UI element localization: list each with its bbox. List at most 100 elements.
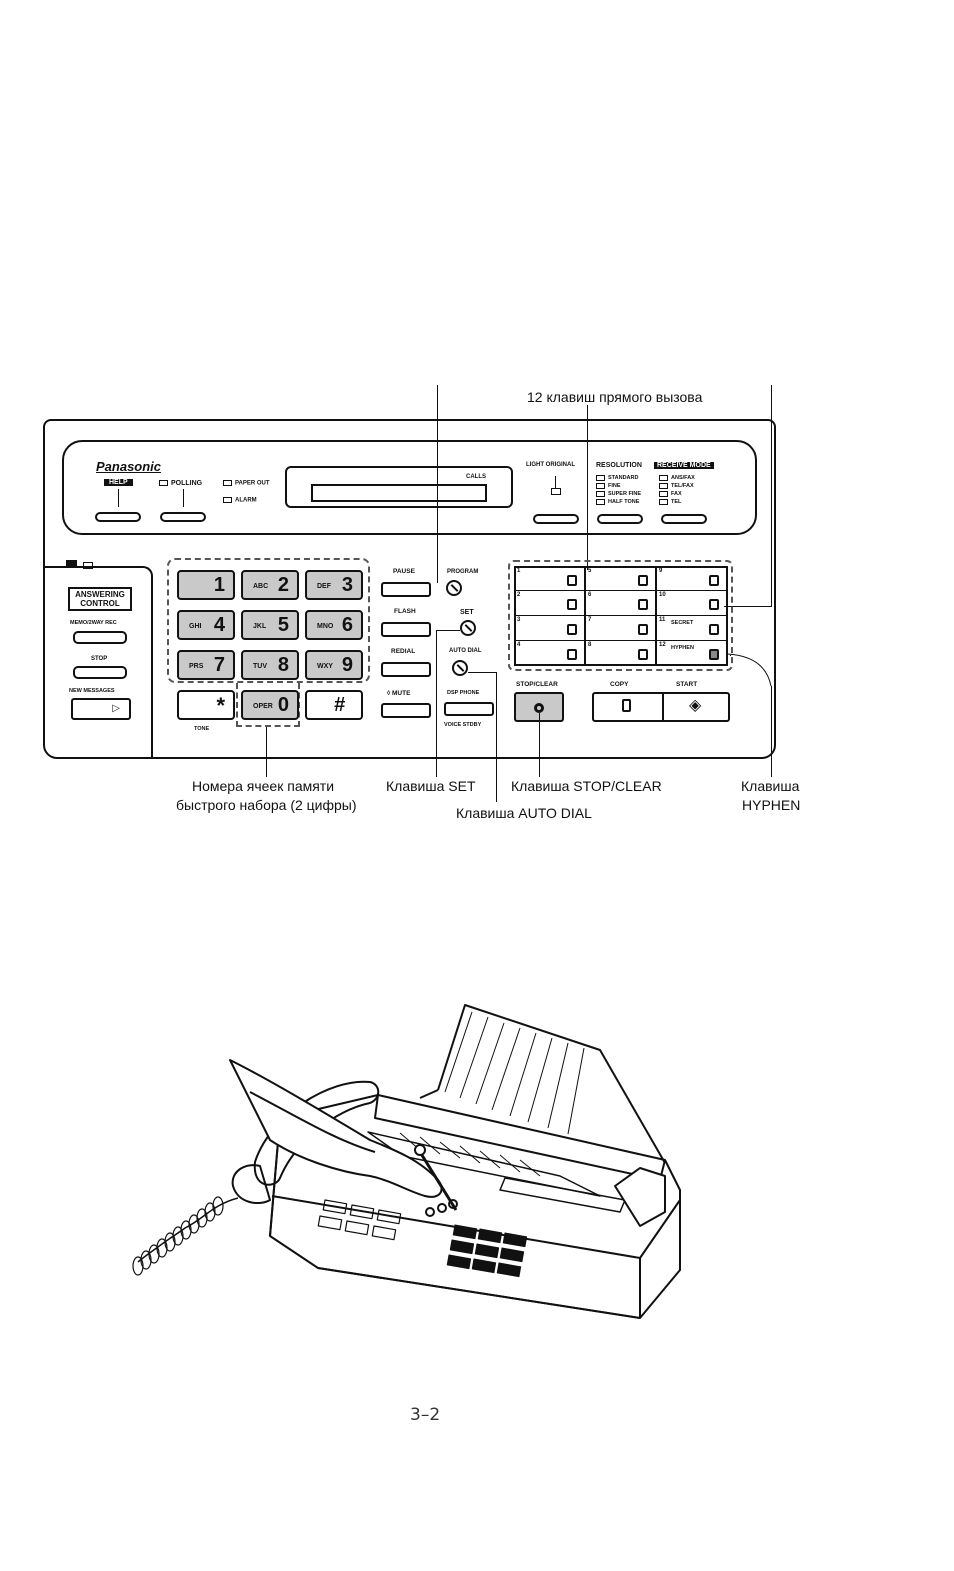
voice-standby-label: VOICE STDBY [444,722,482,728]
resolution-option: SUPER FINE [596,490,641,498]
keypad-key-hash[interactable]: # [305,690,363,720]
brand-logo: Panasonic [96,459,162,474]
stop-dot-icon [534,703,544,713]
receive-mode-option: TEL/FAX [659,482,695,490]
tone-label: TONE [194,726,210,732]
leader-curve-hyphen [726,653,772,687]
tape-led [83,562,93,569]
keypad-key-1[interactable]: 1 [177,570,235,600]
light-original-led [551,488,561,495]
start-button[interactable]: ◈ [664,694,728,720]
leader-line-hyphen-bottom-joint [730,655,731,656]
new-messages-label: NEW MESSAGES [69,688,115,694]
program-button[interactable] [446,580,462,596]
help-label: HELP [104,479,133,486]
direct-key-8[interactable]: 8 [586,641,656,665]
lcd-window [311,484,487,502]
resolution-options: STANDARD FINE SUPER FINE HALF TONE [596,474,641,506]
keypad-key-star[interactable]: * [177,690,235,720]
direct-keys-frame [508,560,733,671]
direct-grid-h1 [514,590,728,591]
leader-line-hyphen-joint [724,606,772,607]
answering-stop-button[interactable] [73,666,127,679]
callout-hyphen-key-1: Клавиша [741,778,800,794]
copy-button[interactable] [594,694,661,720]
polling-button[interactable] [160,512,206,522]
set-button[interactable] [460,620,476,636]
memo-button[interactable] [73,631,127,644]
sp-phone-button[interactable] [444,702,494,716]
auto-dial-button[interactable] [452,660,468,676]
direct-grid-v1 [584,566,586,666]
stop-clear-label: STOP/CLEAR [516,681,558,688]
direct-key-10[interactable]: 10 [657,591,727,615]
light-original-button[interactable] [533,514,579,524]
copy-label: COPY [610,681,629,688]
lcd-display [285,466,513,508]
polling-led [159,480,168,487]
help-button[interactable] [95,512,141,522]
flash-button[interactable] [381,622,431,637]
leader-line-autodial [496,672,497,802]
resolution-button[interactable] [597,514,643,524]
receive-mode-option: ANS/FAX [659,474,695,482]
receive-mode-options: ANS/FAX TEL/FAX FAX TEL [659,474,695,506]
upper-panel [62,440,757,535]
start-diamond-icon: ◈ [689,697,702,714]
resolution-option: HALF TONE [596,498,641,506]
direct-key-4[interactable]: 4 [515,641,585,665]
alarm-led [223,497,232,503]
panel-outline [43,419,776,759]
redial-button[interactable] [381,662,431,677]
receive-mode-button[interactable] [661,514,707,524]
direct-key-9[interactable]: 9 [657,567,727,591]
direct-grid-h3 [514,640,728,641]
leader-line-hyphen-top [771,385,772,607]
direct-key-5[interactable]: 5 [586,567,656,591]
leader-line-speed-dial [266,727,267,777]
oper-frame [236,683,300,727]
leader-line-direct [587,405,588,570]
direct-keys-grid [514,566,728,666]
mute-button[interactable] [381,703,431,718]
direct-key-1[interactable]: 1 [515,567,585,591]
leader-line-set-joint [436,630,460,631]
receive-mode-option: FAX [659,490,695,498]
pause-label: PAUSE [393,568,415,575]
help-tick [118,489,119,507]
memo-label: MEMO/2WAY REC [70,620,117,626]
receive-mode-option: TEL [659,498,695,506]
callout-stop-clear-key: Клавиша STOP/CLEAR [511,778,662,794]
direct-key-3[interactable]: 3 [515,616,585,640]
alarm-label: ALARM [223,497,257,504]
copy-start-button-frame [592,692,730,722]
fax-machine-illustration [132,1004,681,1319]
direct-grid-h2 [514,615,728,616]
new-messages-button[interactable]: ▷ [71,698,131,720]
direct-key-6[interactable]: 6 [586,591,656,615]
keypad-frame [167,558,370,683]
light-original-label: LIGHT ORIGINAL [526,462,575,468]
start-label: START [676,681,698,688]
callout-speed-dial-1: Номера ячеек памяти [192,778,335,794]
resolution-option: STANDARD [596,474,641,482]
callout-set-key: Клавиша SET [386,778,476,794]
calls-label: CALLS [466,474,486,480]
direct-key-2[interactable]: 2 [515,591,585,615]
program-label: PROGRAM [447,569,479,575]
pause-button[interactable] [381,582,431,597]
direct-key-7[interactable]: 7 [586,616,656,640]
callout-speed-dial-2: быстрого набора (2 цифры) [176,797,357,813]
page-number: 3–2 [410,1405,441,1425]
